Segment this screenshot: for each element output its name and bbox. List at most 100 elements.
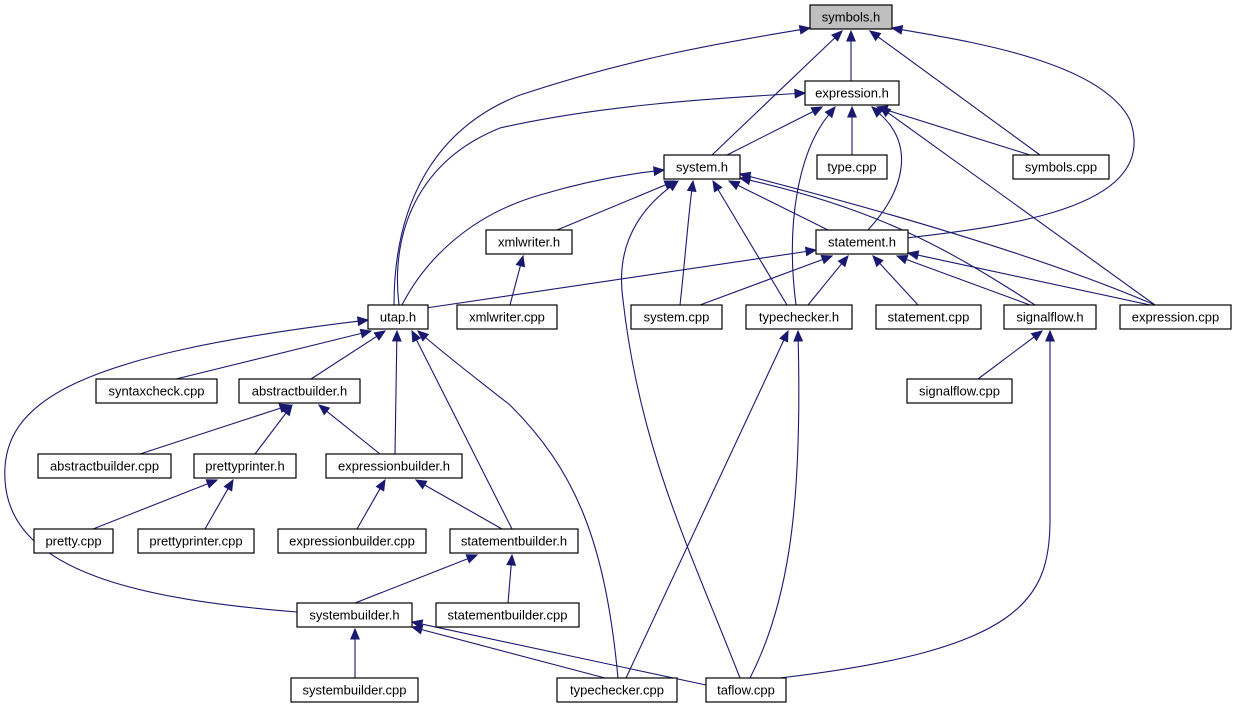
node-type-cpp[interactable]: type.cpp: [816, 154, 888, 180]
edge-line: [556, 184, 667, 231]
edge-prettyprinter_cpp-to-prettyprinter_h: [204, 478, 234, 530]
node-symbols-cpp[interactable]: symbols.cpp: [1012, 154, 1110, 180]
edge-line: [711, 37, 836, 156]
node-box: [37, 453, 172, 479]
edge-line: [717, 189, 788, 306]
node-label: utap.h: [380, 310, 416, 325]
arrowhead: [820, 254, 834, 265]
node-system-h[interactable]: system.h: [663, 154, 741, 180]
node-statement-h[interactable]: statement.h: [815, 229, 909, 255]
edge-pretty_cpp-to-prettyprinter_h: [92, 479, 219, 530]
node-box: [95, 378, 218, 404]
edge-expression_cpp-to-expression_h: [878, 106, 1156, 306]
node-signalflow-cpp[interactable]: signalflow.cpp: [906, 378, 1013, 404]
node-box: [435, 602, 580, 628]
arrowhead: [417, 330, 430, 342]
arrowhead: [1045, 329, 1055, 342]
arrowhead: [666, 180, 680, 192]
node-expressionbuilder-h[interactable]: expressionbuilder.h: [325, 453, 463, 479]
edge-line: [917, 254, 1151, 306]
edge-line: [326, 410, 381, 455]
node-signalflow-h[interactable]: signalflow.h: [1003, 304, 1097, 330]
arrowhead: [895, 254, 909, 265]
node-box: [193, 453, 297, 479]
edge-system_h-to-symbols_h: [711, 30, 843, 156]
arrowhead: [712, 179, 723, 193]
edge-utap_h-to-system_h: [401, 166, 666, 306]
edge-line: [175, 332, 362, 380]
node-symbols-h[interactable]: symbols.h: [809, 4, 893, 30]
edge-statement_h-to-expression_h: [867, 106, 902, 231]
edge-typechecker_h-to-expression_h: [791, 105, 836, 306]
edge-line: [421, 629, 606, 679]
arrowhead: [410, 619, 424, 630]
node-prettyprinter-h[interactable]: prettyprinter.h: [193, 453, 297, 479]
node-label: syntaxcheck.cpp: [108, 384, 204, 399]
arrowhead: [414, 479, 428, 490]
node-label: system.h: [676, 160, 728, 175]
node-systembuilder-cpp[interactable]: systembuilder.cpp: [290, 677, 419, 703]
node-xmlwriter-h[interactable]: xmlwriter.h: [485, 229, 573, 255]
arrowhead: [515, 254, 526, 268]
edge-line: [4, 320, 359, 613]
edge-typechecker_cpp-to-utap_h: [417, 330, 619, 679]
node-systembuilder-h[interactable]: systembuilder.h: [296, 602, 413, 628]
node-expressionbuilder-cpp[interactable]: expressionbuilder.cpp: [277, 528, 427, 554]
edge-line: [867, 113, 902, 231]
node-taflow-cpp[interactable]: taflow.cpp: [705, 677, 787, 703]
node-box: [705, 677, 787, 703]
edge-line: [901, 29, 1135, 239]
arrowhead: [727, 180, 741, 191]
node-box: [809, 4, 893, 30]
arrowhead: [831, 30, 843, 42]
node-box: [449, 528, 579, 554]
arrowhead: [794, 88, 807, 99]
edge-line: [310, 335, 377, 380]
edge-line: [625, 339, 785, 679]
arrowhead: [871, 106, 884, 118]
node-label: signalflow.cpp: [919, 384, 1000, 399]
node-statement-cpp[interactable]: statement.cpp: [875, 304, 982, 330]
edge-prettyprinter_h-to-abstractbuilder_h: [254, 403, 293, 455]
edge-line: [879, 263, 919, 306]
node-xmlwriter-cpp[interactable]: xmlwriter.cpp: [456, 304, 558, 330]
node-system-cpp[interactable]: system.cpp: [630, 304, 723, 330]
edge-line: [749, 175, 1156, 306]
edge-expression_cpp-to-statement_h: [906, 250, 1151, 306]
node-label: typechecker.cpp: [570, 683, 664, 698]
node-prettyprinter-cpp[interactable]: prettyprinter.cpp: [137, 528, 255, 554]
node-expression-h[interactable]: expression.h: [804, 80, 900, 106]
node-utap-h[interactable]: utap.h: [367, 304, 429, 330]
node-label: statementbuilder.cpp: [448, 608, 568, 623]
node-typechecker-cpp[interactable]: typechecker.cpp: [556, 677, 678, 703]
arrowhead: [506, 553, 517, 566]
node-box: [906, 378, 1013, 404]
edge-line: [92, 483, 208, 530]
arrowhead: [686, 179, 697, 193]
edge-typechecker_cpp-to-typechecker_h: [625, 329, 789, 679]
node-box: [804, 80, 900, 106]
edge-line: [425, 337, 619, 679]
node-expression-cpp[interactable]: expression.cpp: [1119, 304, 1232, 330]
edge-statementbuilder_h-to-expressionbuilder_h: [414, 479, 503, 530]
node-label: statement.h: [828, 235, 896, 250]
node-statementbuilder-cpp[interactable]: statementbuilder.cpp: [435, 602, 580, 628]
edge-utap_h-to-expression_h: [396, 88, 807, 306]
node-pretty-cpp[interactable]: pretty.cpp: [33, 528, 114, 554]
arrowhead: [411, 329, 422, 343]
node-syntaxcheck-cpp[interactable]: syntaxcheck.cpp: [95, 378, 218, 404]
arrowhead: [906, 250, 920, 261]
node-abstractbuilder-cpp[interactable]: abstractbuilder.cpp: [37, 453, 172, 479]
edge-line: [396, 93, 796, 306]
arrowhead: [890, 24, 904, 35]
node-label: systembuilder.cpp: [302, 683, 406, 698]
edge-system_cpp-to-statement_h: [699, 254, 834, 306]
arrowhead: [878, 106, 892, 118]
node-statementbuilder-h[interactable]: statementbuilder.h: [449, 528, 579, 554]
edge-line: [509, 265, 521, 306]
edge-system_cpp-to-system_h: [679, 179, 697, 306]
node-typechecker-h[interactable]: typechecker.h: [745, 304, 853, 330]
edge-statement_h-to-symbols_h: [890, 24, 1135, 239]
node-abstractbuilder-h[interactable]: abstractbuilder.h: [238, 378, 361, 404]
